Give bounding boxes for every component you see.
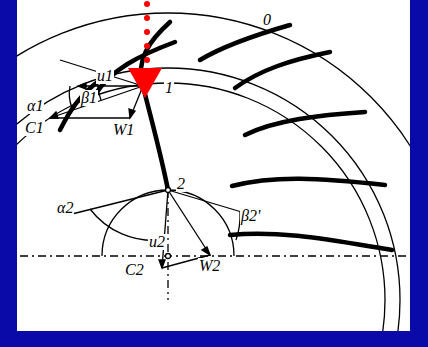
symbol-label: W1	[112, 122, 135, 138]
symbol-label: 0	[262, 12, 272, 28]
paper-ground	[17, 0, 410, 331]
axis-line	[167, 190, 168, 300]
symbol-label: β2'	[240, 208, 261, 224]
symbol-label: u2	[148, 234, 166, 250]
symbol-label: α2	[56, 200, 74, 216]
center-point	[166, 254, 171, 259]
inlet-arc	[17, 83, 385, 331]
shroud-arc	[17, 68, 400, 331]
symbol-label: 1	[164, 80, 174, 96]
marker-triangle	[128, 68, 162, 98]
outer-rim	[17, 13, 410, 331]
symbol-label: u1	[96, 68, 114, 84]
axis-line	[20, 255, 408, 256]
impeller-blades	[60, 22, 392, 250]
symbol-label: α1	[26, 98, 44, 114]
symbol-label: W2	[198, 258, 221, 274]
marker-dots	[144, 1, 150, 63]
symbol-label: C2	[124, 262, 145, 278]
symbol-label: 2	[176, 176, 186, 192]
symbol-label: C1	[24, 120, 45, 136]
symbol-label: β1	[80, 90, 98, 106]
outlet-triangle	[72, 188, 255, 269]
